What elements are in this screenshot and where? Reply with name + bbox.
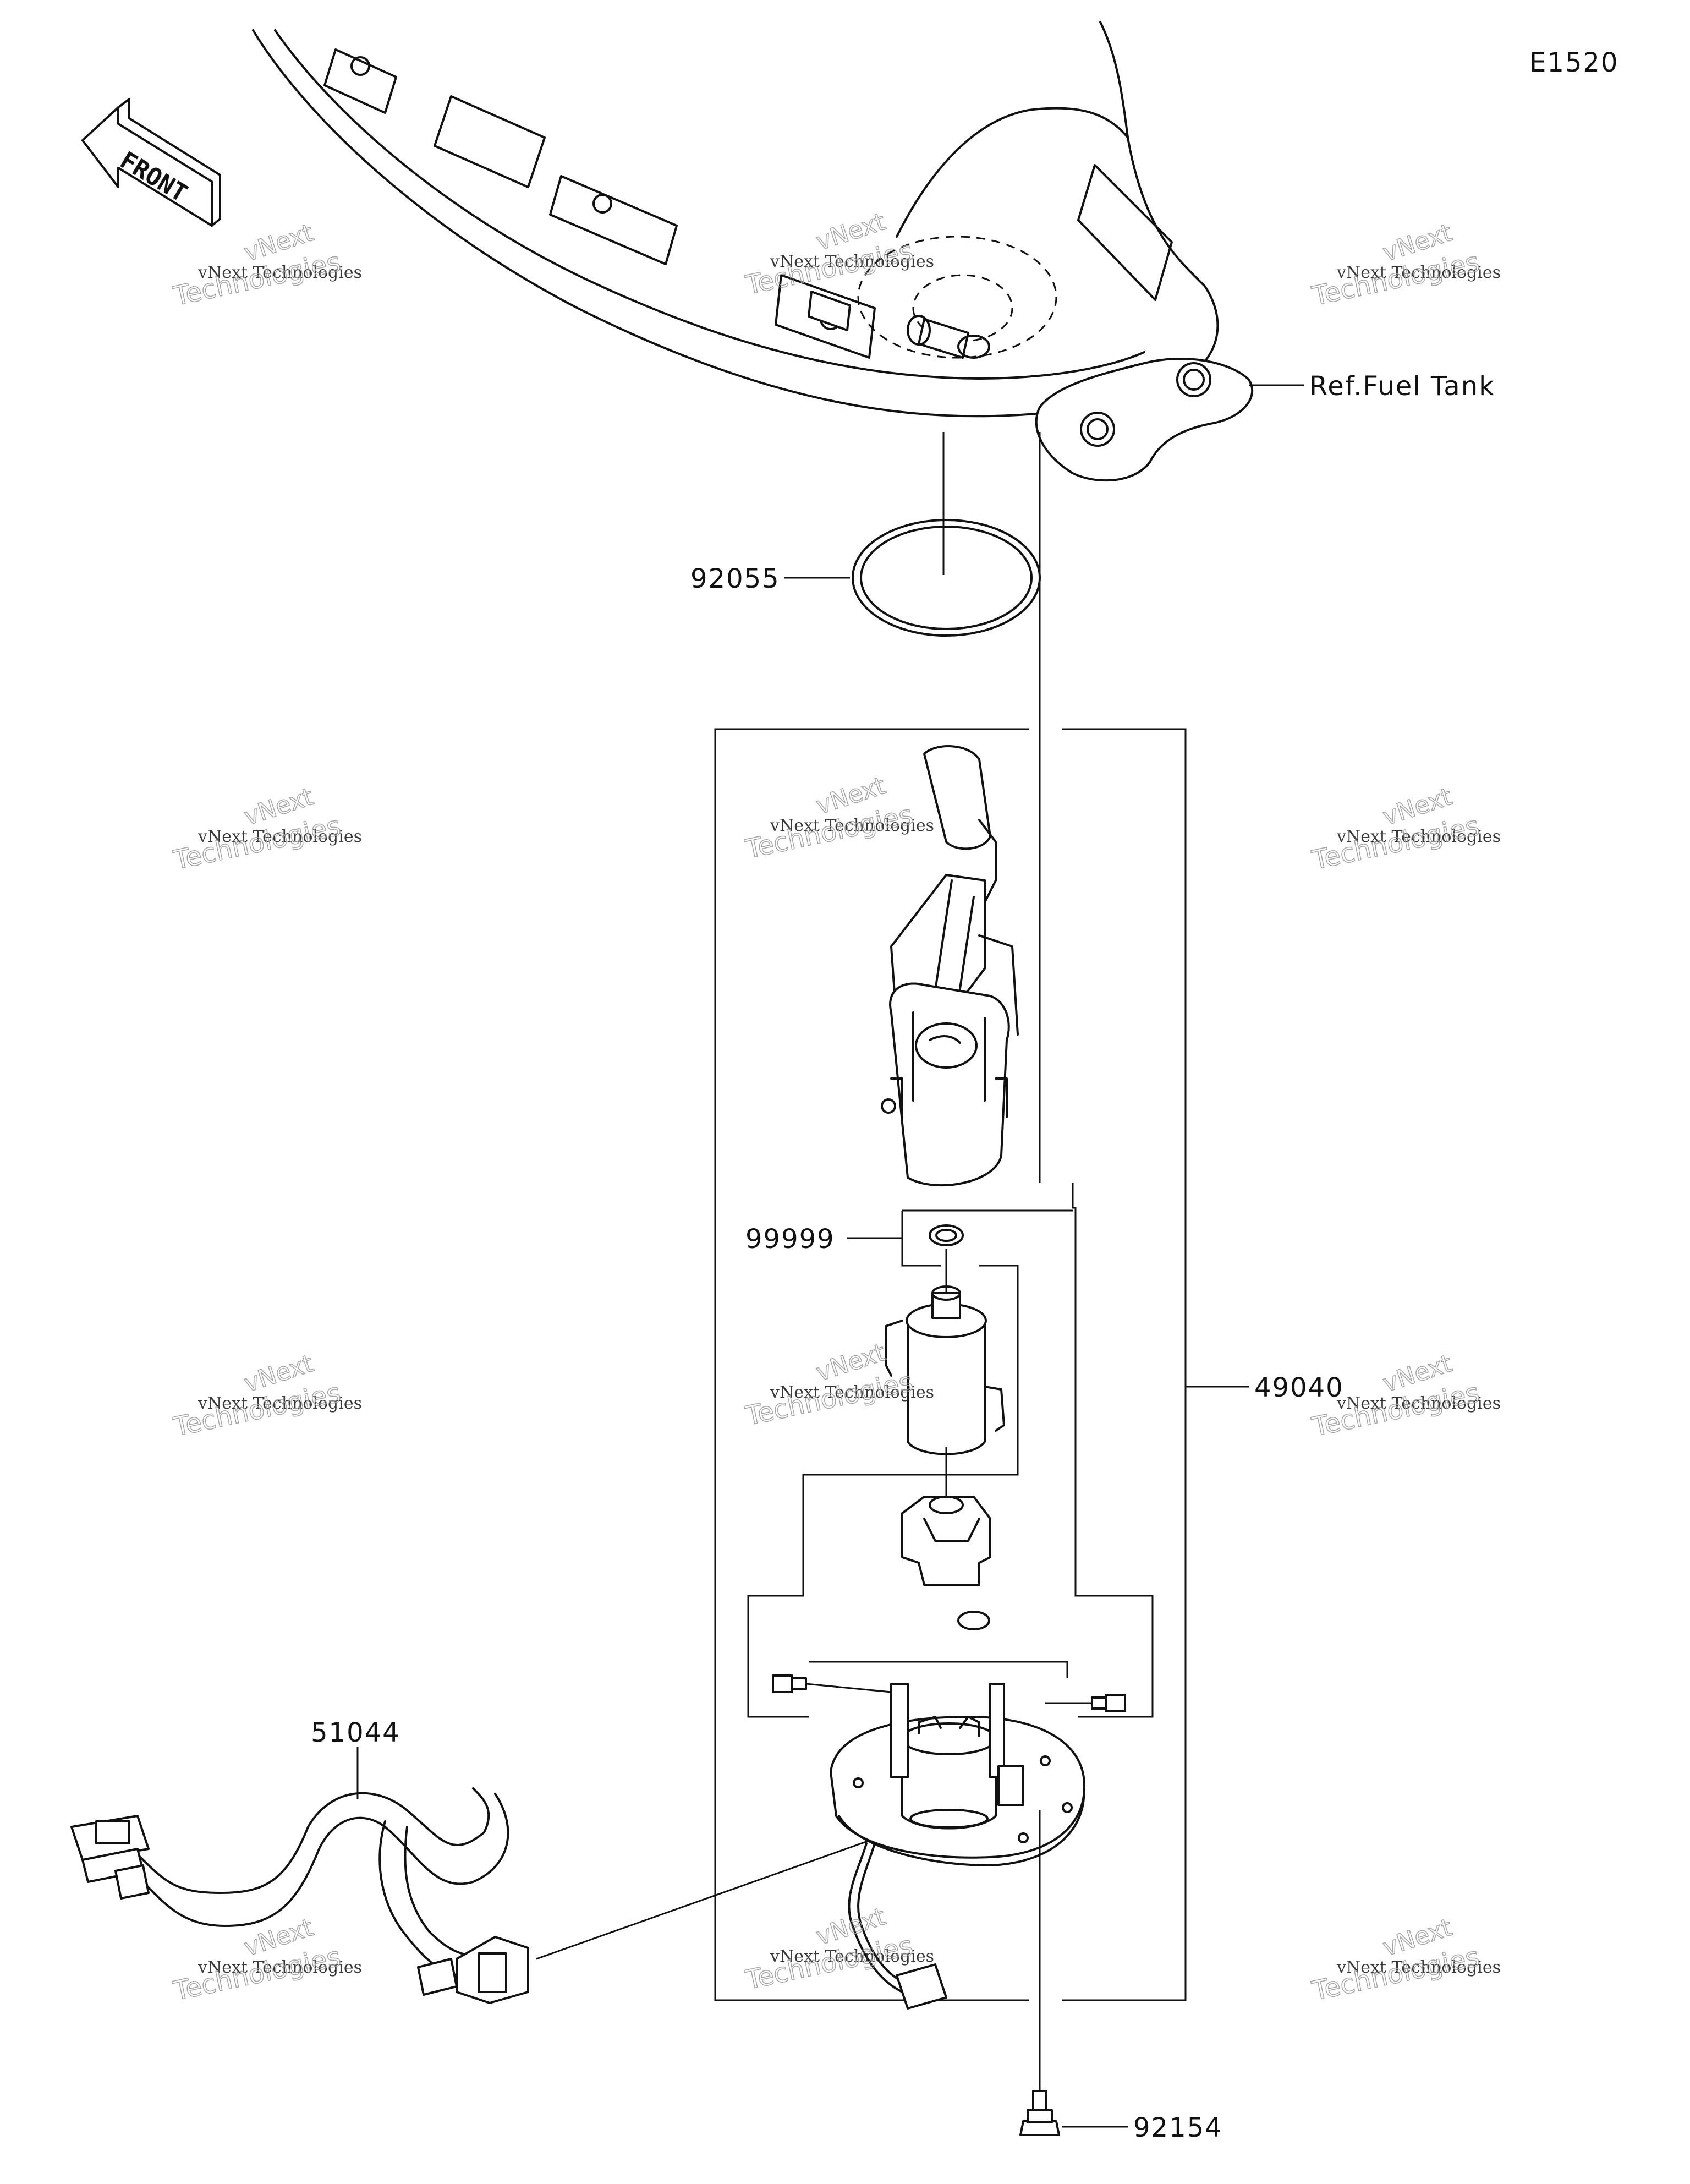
svg-text:vNext Technologies: vNext Technologies [1336,263,1501,282]
svg-text:vNext Technologies: vNext Technologies [1336,1394,1501,1413]
fuel-hose-51044 [70,1787,529,2004]
assembly-bracket-right [1062,728,1187,2001]
harness-leader-line [536,1840,870,1960]
sub-bracket-left [747,1211,1019,1718]
part-label-99999: 99999 [745,1224,835,1255]
fuel-pump-motor [885,1249,1005,1497]
pump-wire-connector [848,1842,947,2010]
front-arrow-icon: FRONT [81,98,221,227]
screw-left [772,1674,892,1693]
part-label-92154: 92154 [1133,2112,1223,2143]
diagram-code: E1520 [1529,47,1618,78]
pump-base-plate [830,1683,1086,1866]
svg-text:vNext Technologies: vNext Technologies [1336,827,1501,846]
screw-guide-top [809,1661,1068,1678]
washer-99999 [929,1224,964,1246]
sub-bracket-right [1072,1183,1154,1718]
part-label-51044: 51044 [311,1717,400,1748]
fuel-tank-outline [252,21,1254,482]
svg-text:vNext Technologies: vNext Technologies [197,827,362,846]
fuel-level-sender [881,745,1019,1187]
svg-text:vNext Technologies: vNext Technologies [197,1394,362,1413]
o-ring-92055 [852,519,1041,637]
svg-text:vNext Technologies: vNext Technologies [770,1947,934,1966]
ref-fuel-tank-label: Ref.Fuel Tank [1309,371,1495,402]
svg-text:vNext Technologies: vNext Technologies [770,1383,934,1402]
svg-text:vNext Technologies: vNext Technologies [197,263,362,282]
part-label-92055: 92055 [690,563,780,594]
screw-right [1045,1694,1126,1712]
part-label-49040: 49040 [1254,1372,1344,1403]
svg-text:vNext Technologies: vNext Technologies [770,816,934,835]
bolt-92154 [1019,2090,1060,2136]
svg-text:vNext Technologies: vNext Technologies [1336,1958,1501,1977]
svg-text:vNext Technologies: vNext Technologies [197,1958,362,1977]
pump-adapter [901,1496,991,1586]
assembly-bracket-left [714,728,1029,2001]
washer-lower [957,1611,990,1630]
svg-text:vNext Technologies: vNext Technologies [770,252,934,271]
